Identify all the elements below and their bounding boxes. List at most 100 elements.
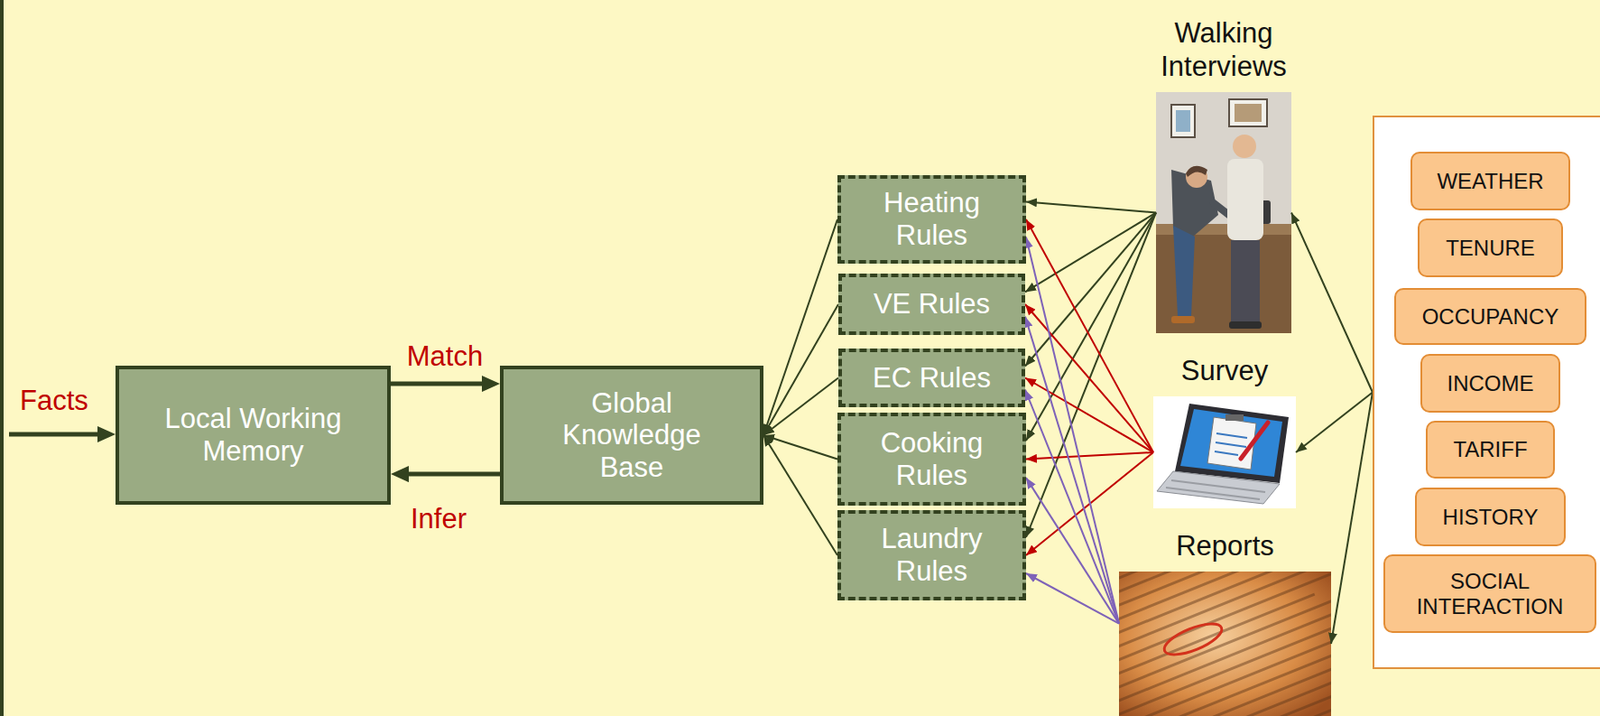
interview-photo-part (1175, 110, 1191, 132)
factor-tag: OCCUPANCY (1394, 287, 1587, 345)
connector (1025, 389, 1120, 624)
node-label: TARIFF (1452, 436, 1527, 463)
node-label: EC Rules (872, 361, 991, 395)
reports-image-part (1119, 571, 1332, 716)
survey-laptop-icon-part (1153, 396, 1296, 509)
node-label: OCCUPANCY (1422, 304, 1560, 330)
survey-laptop-icon-part (1215, 442, 1247, 447)
source-icon: Survey (1153, 396, 1296, 509)
interview-photo-part (1234, 103, 1262, 122)
interview-photo-part (1171, 104, 1195, 138)
node-label: Local Working Memory (128, 402, 379, 467)
connector (1331, 392, 1373, 645)
interview-photo-part (1229, 321, 1262, 329)
survey-laptop-icon-part (1156, 471, 1280, 504)
factor-tag: TARIFF (1425, 420, 1555, 479)
reports-image-part-part-part (1119, 657, 1332, 716)
connector (1026, 573, 1120, 624)
knowledge-base-box: Global Knowledge Base (499, 365, 764, 505)
connector (1026, 477, 1120, 624)
source-photo: Walking Interviews (1156, 92, 1292, 333)
interview-photo-part (1185, 166, 1208, 177)
survey-laptop-icon (1153, 396, 1296, 509)
interview-photo-part (1229, 99, 1268, 127)
interview-photo-part (1185, 166, 1208, 188)
connector (763, 219, 838, 435)
left-border-bar (0, 0, 4, 716)
node-label: SOCIAL INTERACTION (1393, 568, 1588, 619)
factor-tag: TENURE (1417, 218, 1564, 278)
interview-photo-part (1232, 134, 1257, 158)
survey-laptop-icon-part (1216, 433, 1248, 438)
node-label: TENURE (1445, 235, 1536, 261)
connector (1026, 452, 1154, 460)
source-heading: Walking Interviews (1119, 16, 1328, 84)
reports-image (1038, 493, 1400, 716)
connector (1025, 316, 1120, 624)
connector (1026, 201, 1157, 213)
node-label: WEATHER (1436, 168, 1544, 195)
connector (763, 378, 839, 436)
factor-tag: HISTORY (1415, 487, 1566, 546)
survey-laptop-icon-part (1165, 487, 1260, 500)
reports-image-part-part-part (1119, 636, 1332, 716)
interview-photo-part (1227, 158, 1264, 241)
connector (1025, 378, 1154, 454)
rule-box: Cooking Rules (837, 412, 1027, 506)
node-label: HISTORY (1442, 504, 1539, 530)
factor-panel: WEATHER TENURE OCCUPANCY INCOME TARIFF HISTOR… (1372, 115, 1600, 669)
survey-laptop-icon-part (1180, 408, 1283, 477)
node-label: Cooking Rules (852, 426, 1011, 491)
reports-image-part-part-part (1119, 638, 1332, 716)
connector (1291, 212, 1373, 393)
survey-laptop-icon-part (1174, 403, 1289, 483)
factor-tag: WEATHER (1410, 151, 1571, 211)
connector (1026, 219, 1154, 453)
survey-laptop-icon-part (1240, 422, 1268, 459)
node-label: Laundry Rules (852, 522, 1011, 587)
reports-image-part-part-part (1119, 684, 1332, 716)
node-label: Heating Rules (852, 186, 1011, 251)
reports-image-part-part-part (1119, 656, 1332, 716)
interview-photo (1156, 92, 1292, 333)
source-heading: Survey (1134, 353, 1315, 388)
edge-label: Match (406, 341, 483, 372)
reports-image-part-part-part (1119, 592, 1315, 694)
survey-laptop-icon-part (1225, 414, 1244, 421)
factor-tag: INCOME (1420, 353, 1561, 413)
source-image: Reports (1119, 571, 1332, 716)
reports-image-part-part-part (1119, 683, 1332, 716)
facts-arrow (9, 434, 107, 435)
node-label: INCOME (1447, 370, 1535, 397)
rule-box: Laundry Rules (837, 509, 1027, 601)
survey-laptop-icon-part (1207, 416, 1257, 470)
node-label: VE Rules (873, 287, 990, 321)
interview-photo-part (1230, 240, 1260, 324)
factor-tag: SOCIAL INTERACTION (1383, 554, 1597, 633)
reports-image-part-part (1160, 617, 1226, 661)
connector (763, 304, 839, 435)
left-border-bar-part (0, 0, 4, 716)
rule-box: Heating Rules (837, 175, 1027, 264)
interview-photo-part (1156, 92, 1292, 333)
memory-box: Local Working Memory (115, 365, 391, 505)
connector (763, 434, 838, 460)
interview-photo-part (1171, 315, 1195, 324)
connector (390, 381, 491, 387)
connector (1026, 237, 1120, 624)
connector (1026, 212, 1157, 538)
interview-photo-part (1173, 225, 1195, 316)
edge-label: Infer (410, 503, 467, 535)
connector (399, 471, 500, 477)
reports-image-part-part-part (1119, 610, 1332, 716)
facts-arrow-part (9, 432, 107, 437)
reports-image-part-part-part (1119, 571, 1323, 670)
rule-box: EC Rules (838, 348, 1026, 407)
source-heading: Reports (1119, 528, 1332, 563)
reports-image-part-part (1119, 571, 1332, 716)
connector (1295, 392, 1373, 454)
connector (763, 434, 838, 555)
connector (1025, 212, 1157, 367)
